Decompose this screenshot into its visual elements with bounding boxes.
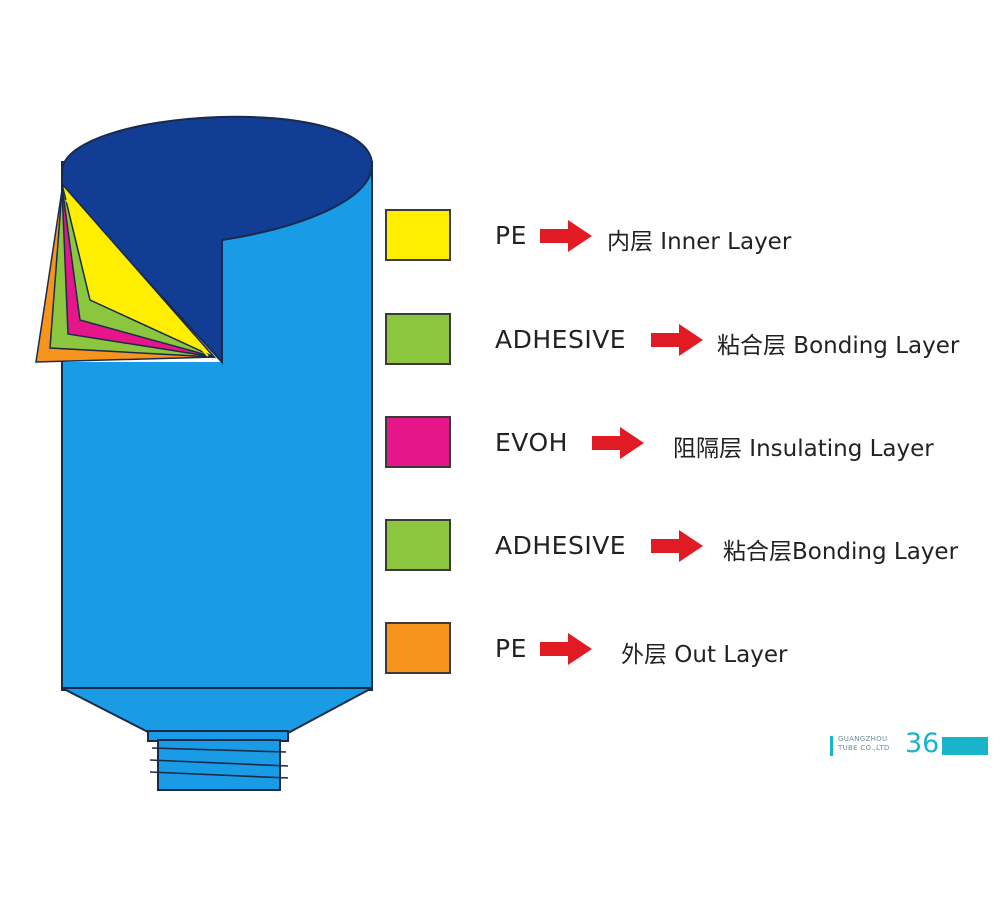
swatch-adhesive-2 (385, 519, 451, 571)
material-label: EVOH (495, 428, 568, 457)
material-label: ADHESIVE (495, 531, 627, 560)
arrow-icon (651, 530, 703, 562)
tube-thread (149, 739, 289, 791)
tube-shoulder (61, 687, 373, 734)
page-number: 36 (905, 728, 940, 759)
legend-row-bonding-layer-1: ADHESIVE 粘合层 Bonding Layer (385, 311, 959, 367)
publisher-text: GUANGZHOU TUBE CO.,LTD (838, 735, 904, 753)
material-label: ADHESIVE (495, 325, 627, 354)
publisher-line-2: TUBE CO.,LTD (838, 744, 890, 752)
arrow-icon (540, 220, 592, 252)
peeled-layers (35, 183, 217, 363)
layer-name: 内层 Inner Layer (607, 229, 792, 255)
layer-name: 阻隔层 Insulating Layer (673, 436, 934, 462)
legend-row-insulating-layer: EVOH 阻隔层 Insulating Layer (385, 414, 934, 470)
legend-row-out-layer: PE 外层 Out Layer (385, 620, 787, 676)
legend-row-bonding-layer-2: ADHESIVE 粘合层Bonding Layer (385, 517, 958, 573)
accent-bar-right (942, 737, 988, 755)
layer-name: 粘合层Bonding Layer (723, 539, 959, 565)
accent-bar-left (830, 736, 833, 756)
material-label: PE (495, 221, 527, 250)
swatch-evoh (385, 416, 451, 468)
layer-inner-pe-flap (61, 183, 215, 358)
swatch-outer-pe (385, 622, 451, 674)
legend-row-inner-layer: PE 内层 Inner Layer (385, 207, 791, 263)
material-label: PE (495, 634, 527, 663)
swatch-inner-pe (385, 209, 451, 261)
arrow-icon (592, 427, 644, 459)
page-footer: GUANGZHOU TUBE CO.,LTD 36 (830, 728, 990, 759)
arrow-icon (651, 324, 703, 356)
swatch-adhesive-1 (385, 313, 451, 365)
publisher-line-1: GUANGZHOU (838, 735, 888, 743)
layer-name: 粘合层 Bonding Layer (717, 333, 960, 359)
arrow-icon (540, 633, 592, 665)
tube-top-opening (61, 115, 374, 365)
layer-name: 外层 Out Layer (621, 642, 788, 668)
